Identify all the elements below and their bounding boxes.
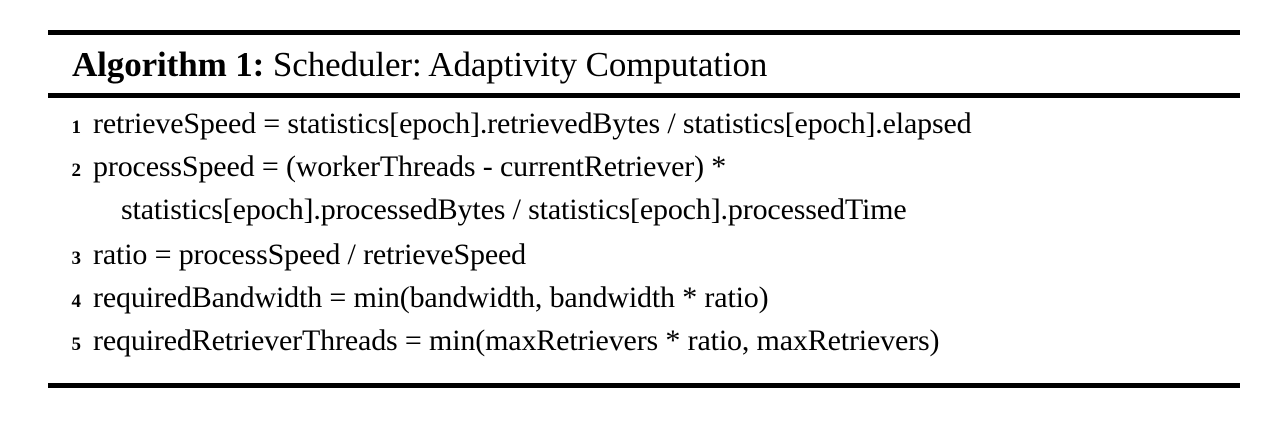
algorithm-top-rule: [48, 30, 1240, 35]
algorithm-caption-text: Scheduler: Adaptivity Computation: [272, 45, 768, 84]
algorithm-float: Algorithm 1: Scheduler: Adaptivity Compu…: [48, 30, 1240, 389]
algorithm-caption-rule: [48, 93, 1240, 99]
code-line-text: requiredRetrieverThreads = min(maxRetrie…: [93, 324, 940, 358]
code-line: 1 retrieveSpeed = statistics[epoch].retr…: [48, 109, 1240, 152]
algorithm-bottom-rule: [48, 383, 1240, 389]
algorithm-caption: Algorithm 1: Scheduler: Adaptivity Compu…: [48, 35, 1240, 93]
code-line-number: 5: [71, 334, 82, 356]
code-line-text: retrieveSpeed = statistics[epoch].retrie…: [93, 107, 972, 141]
code-line: 5 requiredRetrieverThreads = min(maxRetr…: [48, 326, 1240, 369]
code-line-text: ratio = processSpeed / retrieveSpeed: [93, 238, 527, 272]
code-line-text: requiredBandwidth = min(bandwidth, bandw…: [93, 281, 769, 315]
code-line: 4 requiredBandwidth = min(bandwidth, ban…: [48, 283, 1240, 326]
code-line-number: 3: [71, 248, 82, 270]
algorithm-caption-label: Algorithm 1:: [72, 45, 265, 84]
code-line-number: 4: [71, 291, 82, 313]
code-line-number: 1: [71, 117, 82, 139]
code-line: 2 processSpeed = (workerThreads - curren…: [48, 152, 1240, 195]
code-line-number: 2: [71, 160, 82, 182]
code-line-continuation: statistics[epoch].processedBytes / stati…: [48, 195, 1240, 240]
code-line-text: statistics[epoch].processedBytes / stati…: [121, 193, 907, 227]
code-line: 3 ratio = processSpeed / retrieveSpeed: [48, 240, 1240, 283]
algorithm-body: 1 retrieveSpeed = statistics[epoch].retr…: [48, 98, 1240, 383]
code-line-text: processSpeed = (workerThreads - currentR…: [93, 150, 727, 184]
